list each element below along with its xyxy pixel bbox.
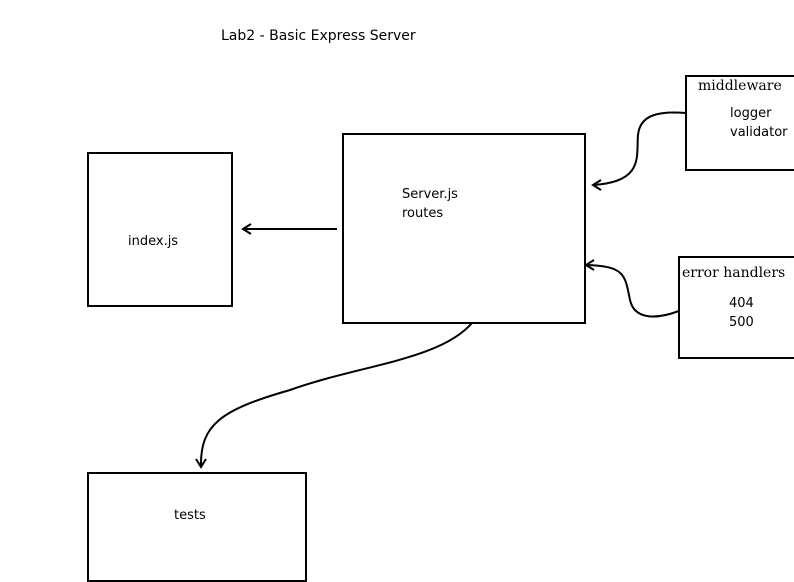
- arrowhead-index: [241, 223, 252, 235]
- server-label-routes: routes: [402, 206, 444, 221]
- arrowhead-server-from-errors: [584, 259, 595, 271]
- arrowhead-server-from-middleware: [591, 179, 602, 191]
- middleware-item-validator: validator: [730, 125, 788, 140]
- error-handlers-item-500: 500: [729, 315, 754, 330]
- tests-label: tests: [174, 508, 206, 523]
- diagram-title: Lab2 - Basic Express Server: [221, 28, 416, 44]
- server-label-file: Server.js: [402, 187, 458, 202]
- error-handlers-heading: error handlers: [682, 265, 786, 281]
- arrow-errors-to-server: [585, 264, 680, 318]
- middleware-item-logger: logger: [730, 106, 772, 121]
- arrow-server-to-tests: [199, 322, 473, 468]
- tests-box: [87, 472, 307, 582]
- index-box: [87, 152, 233, 307]
- middleware-heading: middleware: [698, 78, 782, 94]
- index-label: index.js: [128, 234, 179, 249]
- error-handlers-item-404: 404: [729, 296, 754, 311]
- arrow-middleware-to-server: [592, 111, 687, 186]
- middleware-box: [685, 75, 794, 171]
- server-box: [342, 133, 586, 324]
- arrowhead-tests: [195, 458, 207, 469]
- error-handlers-box: [678, 256, 794, 359]
